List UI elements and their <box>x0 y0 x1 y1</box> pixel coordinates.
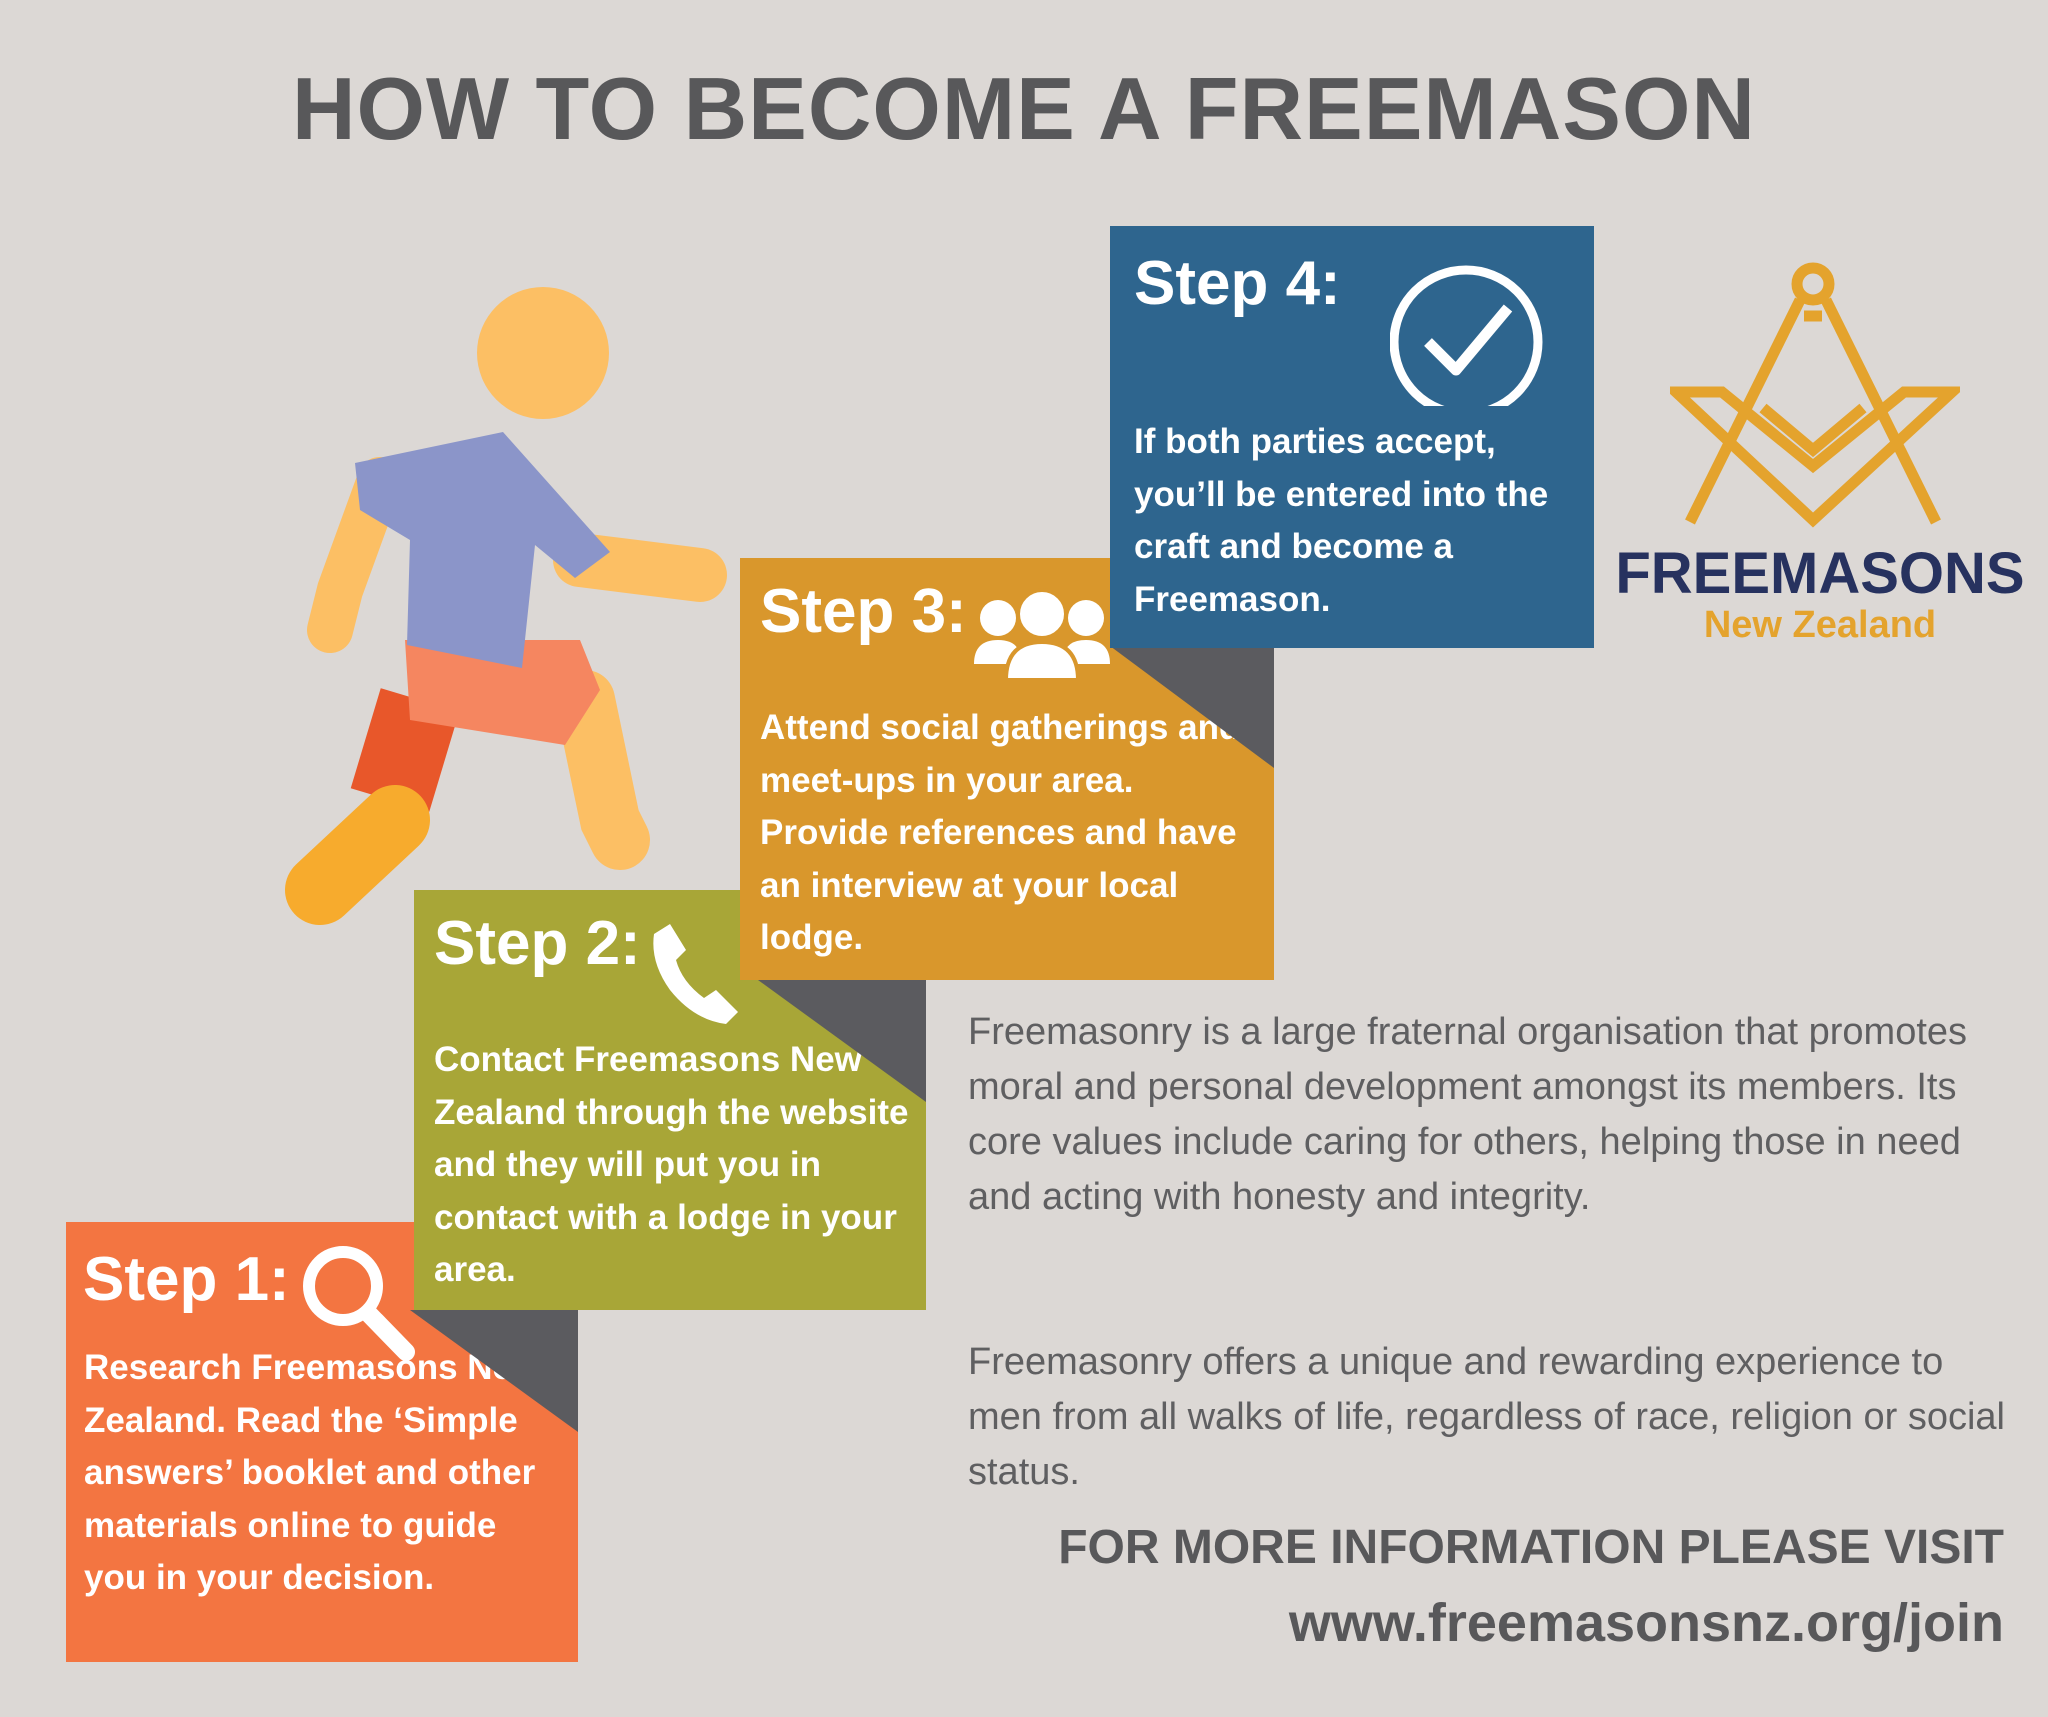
description-paragraph-1: Freemasonry is a large fraternal organis… <box>968 1011 1968 1218</box>
step-4-card: Step 4: If both parties accept, you’ll b… <box>1110 226 1594 648</box>
step-3-title: Step 3: <box>760 577 967 646</box>
step-2-text: Contact Freemasons New Zealand through t… <box>434 1040 909 1289</box>
step-1-text: Research Freemasons New Zealand. Read th… <box>84 1348 540 1597</box>
page-title: HOW TO BECOME A FREEMASON <box>292 59 1756 158</box>
step-2-shadow <box>758 980 926 1102</box>
step-4-title: Step 4: <box>1134 249 1341 318</box>
checkmark-circle-icon <box>1390 265 1543 406</box>
step-3-shadow <box>1110 646 1274 768</box>
group-icon <box>974 588 1110 682</box>
cta-heading: FOR MORE INFORMATION PLEASE VISIT <box>1058 1521 2004 1574</box>
logo-region: New Zealand <box>1703 604 1937 646</box>
step-2-title: Step 2: <box>434 909 641 978</box>
square-and-compasses-logo-icon <box>1670 262 1960 528</box>
description-paragraph-2: Freemasonry offers a unique and rewardin… <box>968 1341 2005 1493</box>
step-4-text: If both parties accept, you’ll be entere… <box>1134 422 1549 619</box>
step-3-text: Attend social gatherings and meet-ups in… <box>760 708 1241 957</box>
step-1-title: Step 1: <box>83 1245 290 1314</box>
step-3-card: Step 3: Attend social gatherings and mee… <box>740 558 1274 980</box>
magnifier-icon <box>303 1246 415 1361</box>
running-person-illustration <box>285 287 727 925</box>
phone-icon <box>653 924 738 1024</box>
logo-name: FREEMASONS <box>1615 541 2025 606</box>
step-2-card: Step 2: Contact Freemasons New Zealand t… <box>414 890 926 1310</box>
step-1-shadow <box>410 1310 578 1432</box>
cta-url-link[interactable]: www.freemasonsnz.org/join <box>1288 1593 2004 1653</box>
